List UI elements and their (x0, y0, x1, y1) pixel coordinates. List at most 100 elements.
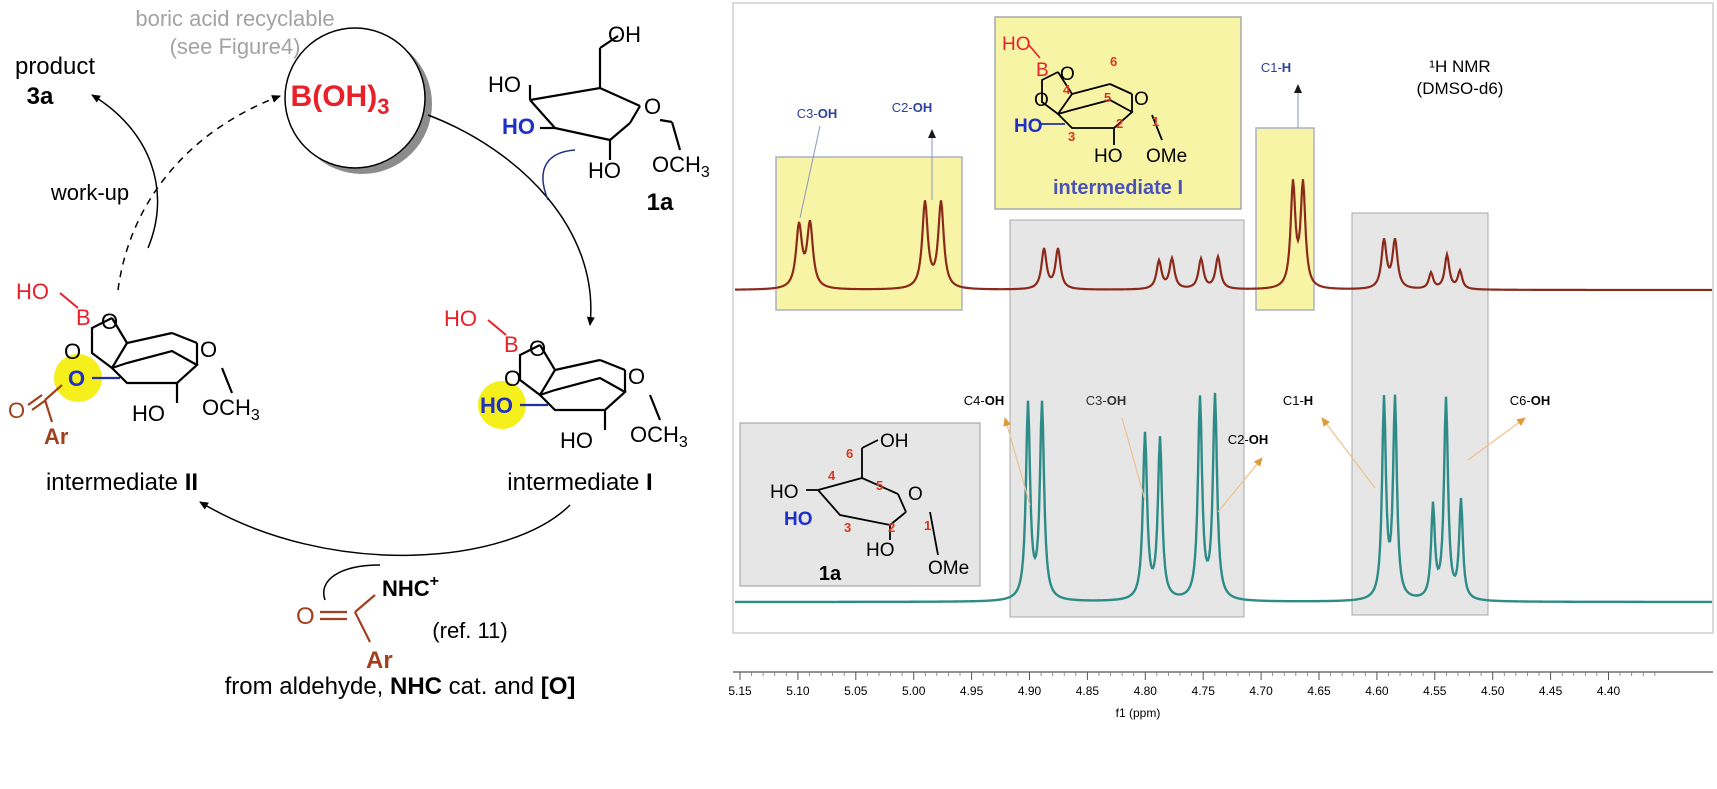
inset-i-c3: 3 (1068, 129, 1075, 144)
axis-tick-label: 4.60 (1365, 684, 1389, 698)
axis-tick-label: 5.10 (786, 684, 810, 698)
top-pointer-c3oh (799, 125, 821, 219)
ref-label: (ref. 11) (432, 618, 507, 643)
axis-tick-label: 4.90 (1018, 684, 1042, 698)
workup-arrow (91, 94, 159, 249)
intermediate-ii-ho-boron: HO (16, 279, 49, 304)
inset-1a-label: 1a (819, 563, 842, 585)
inset-1a-c6: 6 (846, 446, 853, 461)
bottom-label-c3oh: C3-OH (1086, 393, 1126, 408)
inset-1a-ring-o: O (908, 484, 923, 505)
spectrum-trace-intermediate-i (734, 179, 1712, 292)
intermediate-ii-label: intermediate II (46, 469, 198, 496)
intermediate-ii-acyl-o-ester: O (68, 366, 85, 391)
intermediate-i-o2: O (504, 366, 521, 391)
nmr-panel: ¹H NMR (DMSO-d6) C3-OH C2-OH C1-H C4-OH … (728, 2, 1714, 720)
axis-tick-label: 5.15 (728, 684, 752, 698)
axis-tick-label: 4.80 (1134, 684, 1158, 698)
region-box-4-5 (1351, 212, 1489, 616)
axis-tick-label: 4.85 (1076, 684, 1100, 698)
inset-1a-c4: 4 (828, 468, 836, 483)
highlight-c3oh-c2oh (775, 156, 963, 311)
intermediate-ii-och3: OCH3 (202, 395, 260, 424)
intermediate-ii-structure: HO B O O O O O Ar HO OCH3 intermediate I… (8, 279, 260, 496)
intermediate-ii-ar: Ar (44, 424, 69, 449)
recycle-dashed-arrow (117, 95, 281, 291)
inset-i-b: B (1036, 60, 1049, 81)
inset-1a-ome: OMe (928, 558, 969, 579)
inset-1a-c2: 2 (888, 520, 895, 535)
substrate-och3: OCH3 (652, 152, 710, 181)
inset-1a-ho-c4: HO (770, 482, 799, 503)
bottom-label-c1h: C1-H (1283, 393, 1313, 408)
substrate-ho-c2: HO (588, 158, 621, 183)
substrate-oh-c6: OH (608, 22, 641, 47)
inset-1a-c3: 3 (844, 520, 851, 535)
intermediate-i-och3: OCH3 (630, 422, 688, 451)
axis-tick-label: 4.40 (1597, 684, 1621, 698)
catalyst-label: B(OH)3 (291, 80, 390, 119)
nmr-solvent: (DMSO-d6) (1417, 79, 1504, 98)
catalytic-cycle: boric acid recyclable (see Figure4) prod… (8, 6, 710, 700)
intermediate-i-to-ii-arrow (199, 501, 571, 557)
bottom-pointer-c1h (1321, 417, 1376, 489)
inset-i-c1: 1 (1152, 114, 1159, 129)
product-id: 3a (27, 83, 54, 110)
inset-i-ome: OMe (1146, 146, 1187, 167)
highlight-intermediate-inset (994, 16, 1242, 210)
inset-i-c4: 4 (1063, 82, 1071, 97)
intermediate-i-b: B (504, 332, 519, 357)
substrate-inset-box (739, 422, 981, 587)
top-label-c1h: C1-H (1261, 60, 1291, 75)
bottom-label-c2oh: C2-OH (1228, 432, 1268, 447)
intermediate-i-ring-o: O (628, 364, 645, 389)
product-label: product (15, 53, 95, 80)
axis-tick-label: 5.00 (902, 684, 926, 698)
bottom-label-c4oh: C4-OH (964, 393, 1004, 408)
bottom-pointer-c3oh (1121, 417, 1146, 501)
intermediate-ii-o1: O (101, 309, 118, 334)
acyl-ar: Ar (366, 647, 393, 674)
catalyst-circle (284, 27, 426, 169)
intermediate-i-ho-boron: HO (444, 306, 477, 331)
acyl-azolium-structure: O Ar NHC+ (ref. 11) (296, 573, 508, 674)
inset-intermediate-i-structure: HO B O O O HO HO OMe 1 2 3 4 5 6 interme… (1002, 34, 1187, 199)
inset-i-c2: 2 (1116, 116, 1123, 131)
inset-i-o2: O (1034, 90, 1049, 111)
axis-tick-label: 4.65 (1307, 684, 1331, 698)
substrate-id: 1a (647, 189, 674, 216)
inset-i-c5: 5 (1104, 90, 1111, 105)
inset-1a-ho-c2: HO (866, 540, 895, 561)
axis-tick-label: 4.95 (960, 684, 984, 698)
intermediate-ii-ho-c2: HO (132, 401, 165, 426)
intermediate-i-ho-c2: HO (560, 428, 593, 453)
recyclable-note-line1: boric acid recyclable (135, 6, 334, 31)
inset-i-o1: O (1060, 64, 1075, 85)
axis-tick-label: 5.05 (844, 684, 868, 698)
acyl-carbonyl-o: O (296, 603, 315, 630)
bottom-caption: from aldehyde, NHC cat. and [O] (225, 673, 576, 700)
nmr-title: ¹H NMR (1429, 57, 1490, 76)
bottom-pointer-c4oh (1003, 417, 1031, 506)
substrate-ho-c3: HO (502, 114, 535, 139)
intermediate-i-label: intermediate I (507, 469, 652, 496)
substrate-ring-o: O (644, 94, 661, 119)
inset-i-ring-o: O (1134, 89, 1149, 110)
inset-1a-c5: 5 (876, 478, 883, 493)
top-label-c2oh: C2-OH (892, 100, 932, 115)
recyclable-note-line2: (see Figure4) (170, 34, 301, 59)
intermediate-ii-b: B (76, 305, 91, 330)
inset-i-ho-c3: HO (1014, 116, 1043, 137)
workup-label: work-up (50, 180, 129, 205)
inset-intermediate-label: intermediate I (1053, 177, 1183, 199)
intermediate-ii-highlight (54, 354, 102, 402)
inset-i-ho-c2: HO (1094, 146, 1123, 167)
axis-tick-label: 4.50 (1481, 684, 1505, 698)
inset-i-c6: 6 (1110, 54, 1117, 69)
spectrum-trace-1a (735, 392, 1712, 604)
catalyst-to-intermediate-i-arrow (427, 114, 595, 326)
axis-tick-label: 4.55 (1423, 684, 1447, 698)
substrate-join-curve (542, 149, 576, 201)
